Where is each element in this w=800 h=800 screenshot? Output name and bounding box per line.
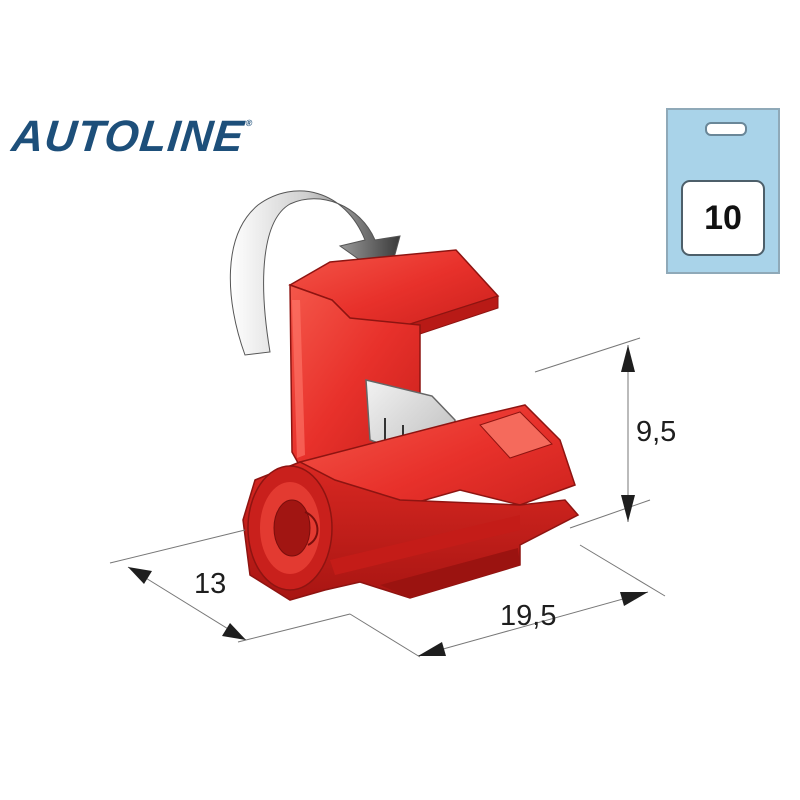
package-icon: 10 [666, 108, 780, 274]
width-dimension: 13 [194, 568, 227, 600]
tap-connector [242, 249, 580, 601]
length-dimension: 19,5 [500, 600, 557, 632]
dimension-arrows [128, 345, 648, 656]
package-quantity: 10 [681, 180, 765, 256]
package-hang-hole [705, 122, 747, 136]
dimension-lines [109, 337, 666, 658]
height-dimension: 9,5 [636, 416, 677, 448]
rotate-arrow-icon [229, 190, 401, 356]
